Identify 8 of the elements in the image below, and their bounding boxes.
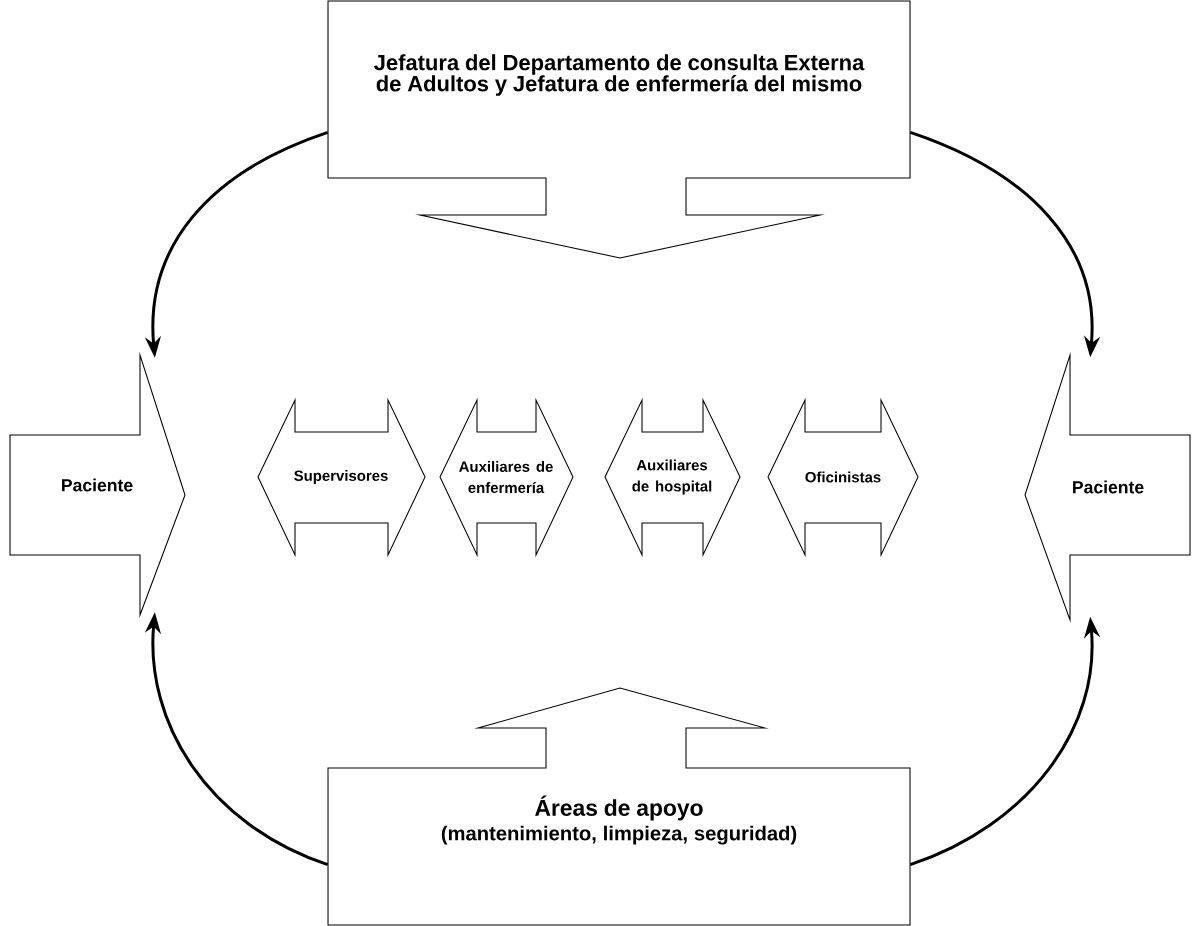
- patient-box: Paciente: [1024, 351, 1191, 623]
- callout-box: Jefatura del Departamento de consulta Externa de Adultos y Jefatura de enfermería del mismo: [327, 0, 911, 259]
- role-box: Auxiliares de enfermería: [439, 397, 574, 558]
- callout-box: Áreas de apoyo (mantenimiento, limpieza, seguridad): [327, 687, 911, 926]
- role-box: Supervisores: [257, 397, 426, 558]
- role-box: Auxiliares de hospital: [604, 397, 741, 558]
- patient-box: Paciente: [9, 351, 186, 618]
- role-box: Oficinistas: [767, 397, 919, 558]
